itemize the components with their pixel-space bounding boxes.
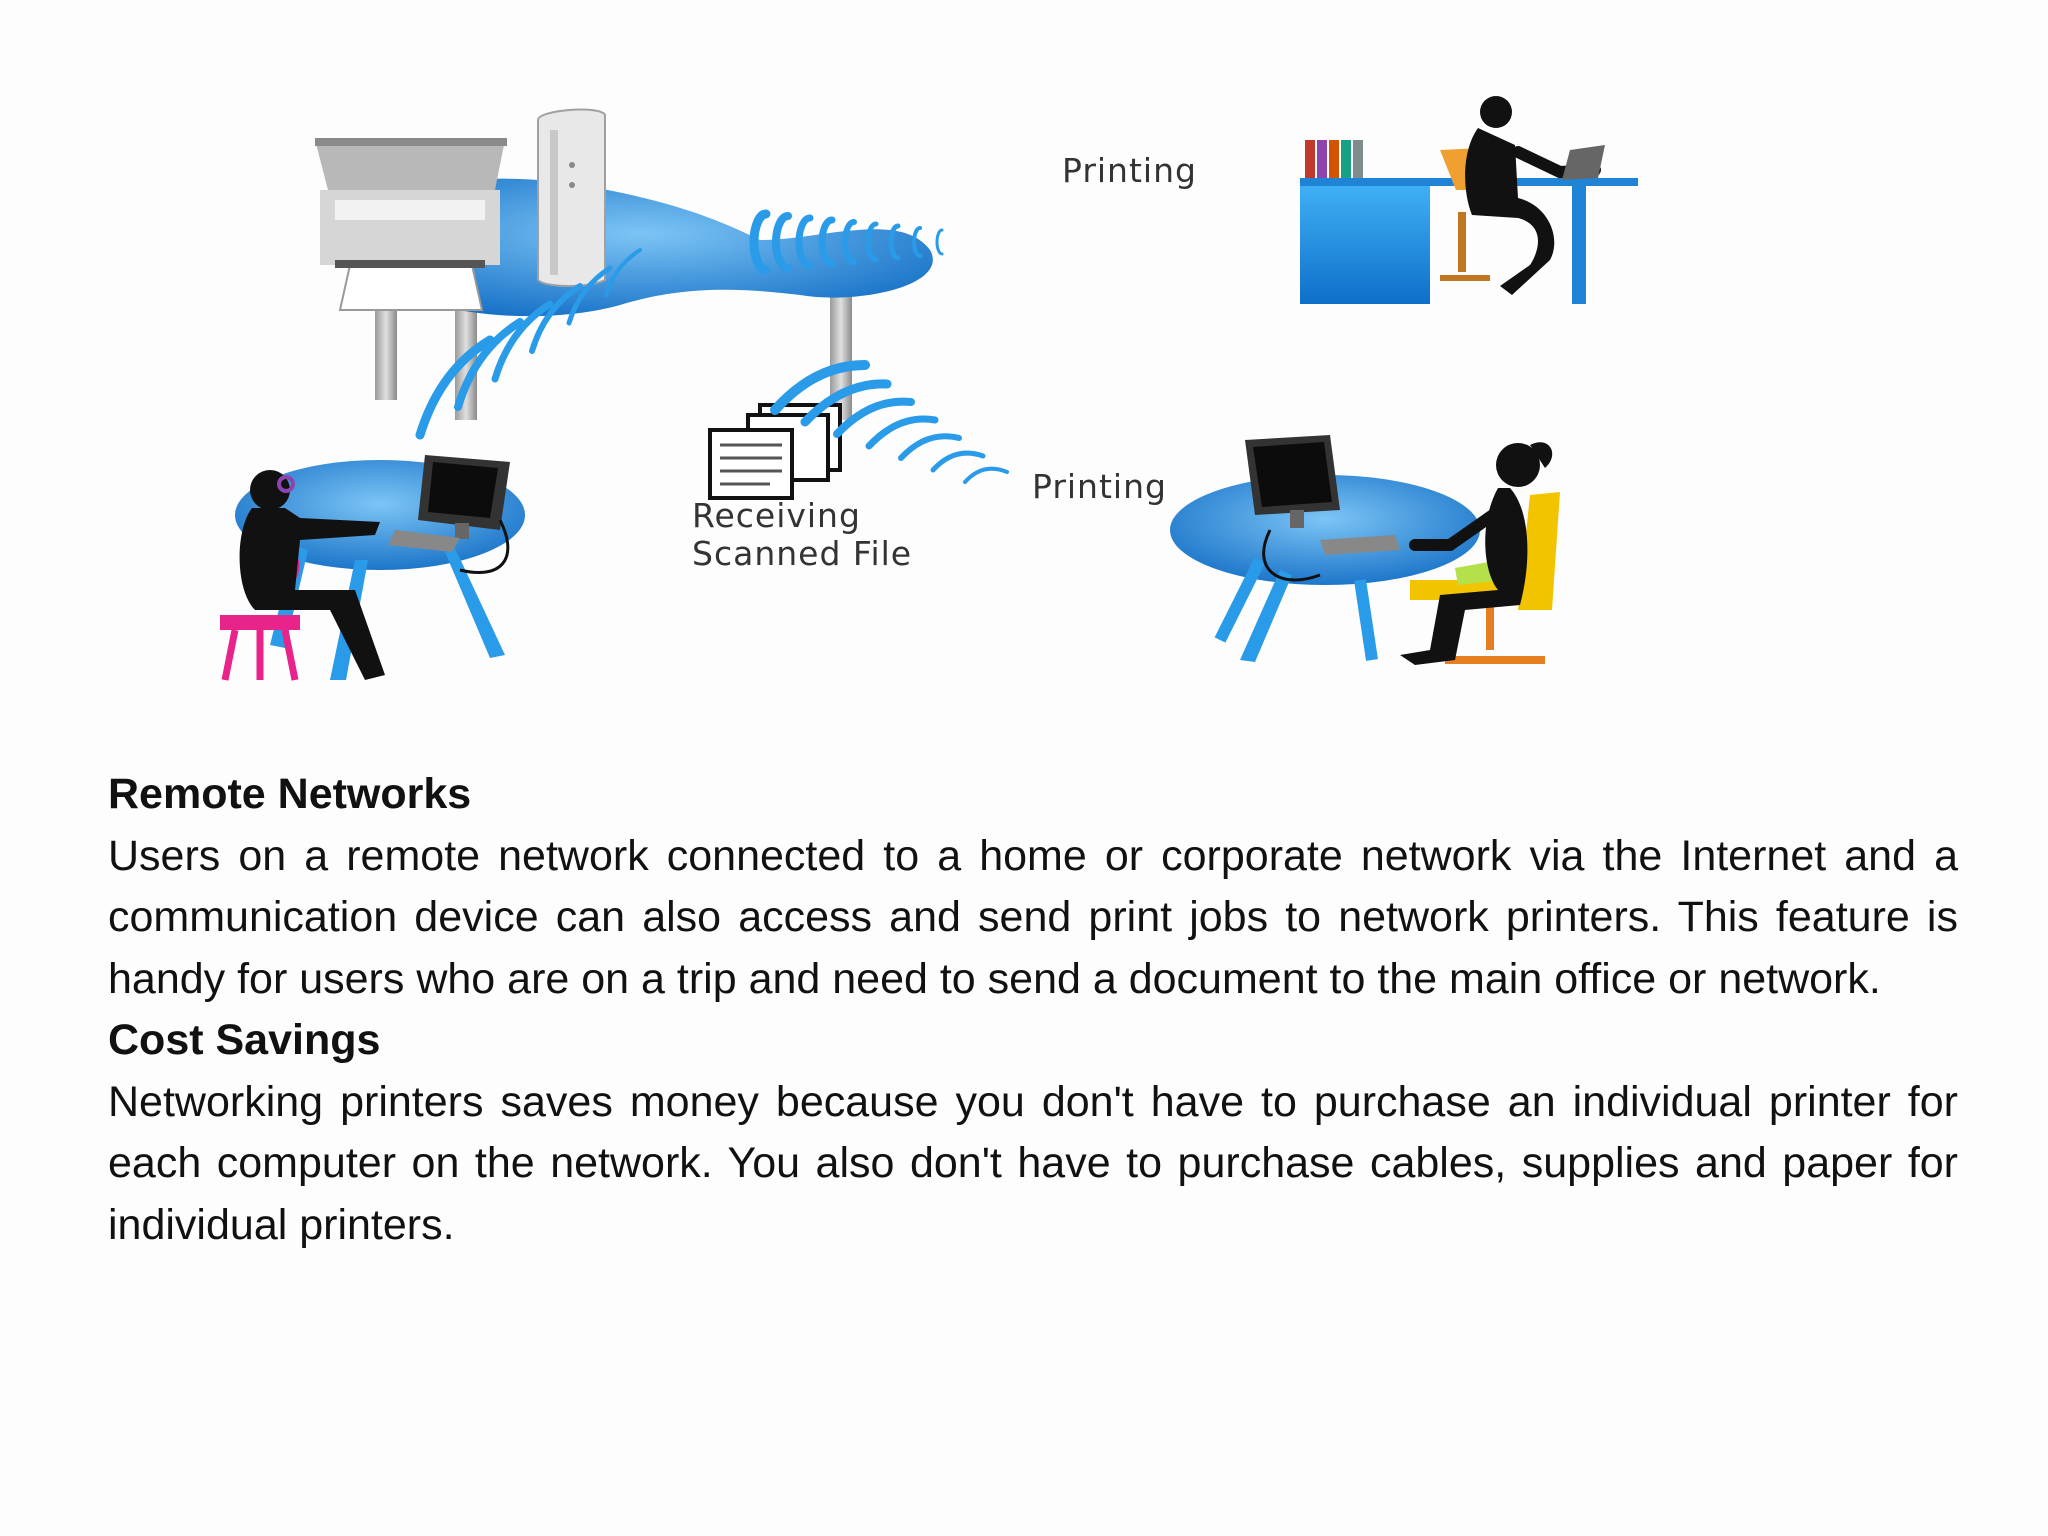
label-scanned-file: Scanned File	[692, 534, 912, 573]
label-receiving: Receiving	[692, 496, 861, 535]
label-printing-bottom: Printing	[1032, 467, 1167, 506]
section-heading-remote-networks: Remote Networks	[108, 770, 472, 818]
wifi-waves-top	[749, 209, 944, 275]
section-body-remote-networks: Users on a remote network connected to a…	[108, 831, 1958, 1003]
office-desk-bottom-right	[1170, 435, 1560, 665]
label-printing-top: Printing	[1062, 151, 1197, 190]
section-heading-cost-savings: Cost Savings	[108, 1016, 381, 1064]
printer-icon	[315, 138, 507, 311]
wifi-waves-scan	[415, 248, 642, 440]
document-icon	[708, 403, 842, 500]
wifi-waves-bottom	[770, 360, 1009, 484]
office-desk-bottom-left	[220, 455, 525, 681]
section-body-cost-savings: Networking printers saves money because …	[108, 1077, 1958, 1249]
router-icon	[537, 108, 606, 287]
office-desk-top-right	[1300, 96, 1638, 304]
wireless-printing-illustration: Printing Printing Receiving Scanned File	[200, 90, 1800, 730]
content-text: Remote Networks Users on a remote networ…	[108, 764, 1958, 1256]
